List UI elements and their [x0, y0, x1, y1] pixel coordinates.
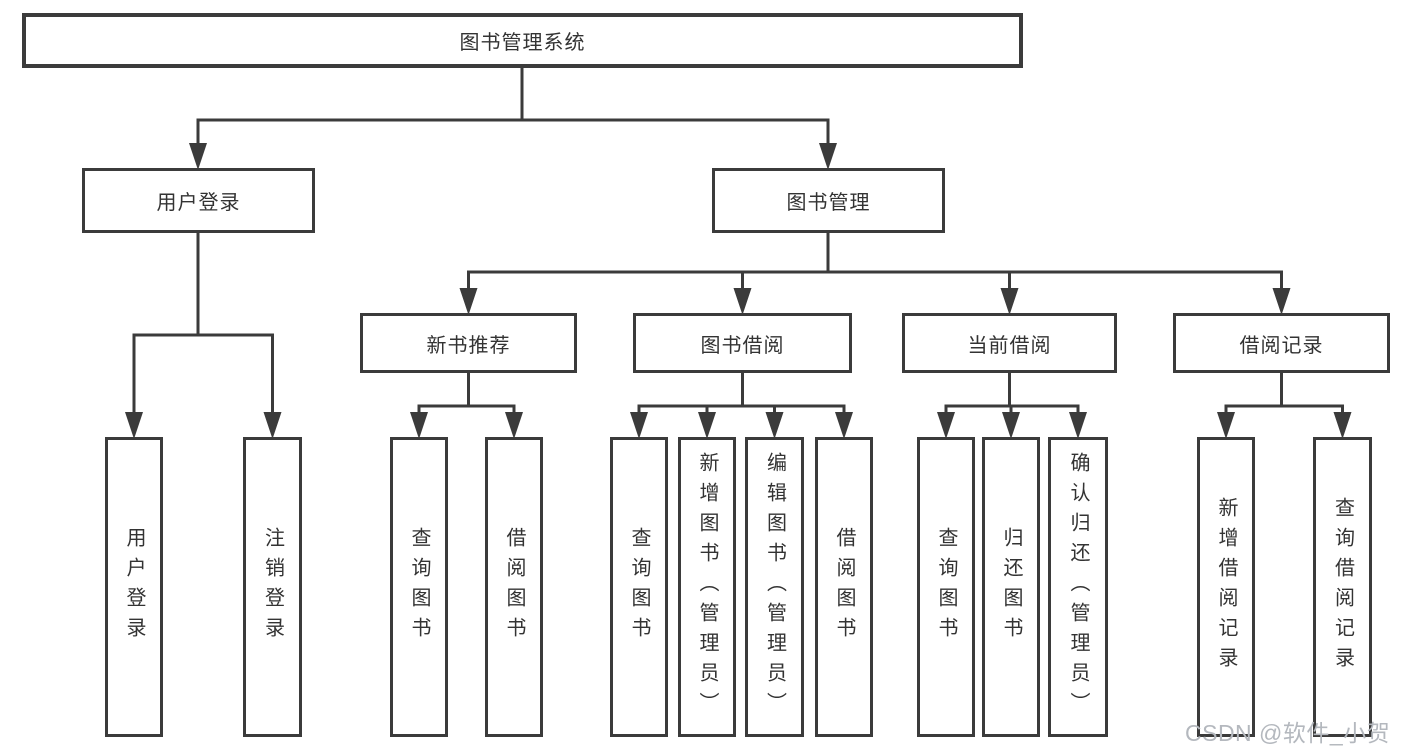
leaf-query-borrow-record: 查询借阅记录 — [1313, 437, 1372, 737]
leaf-return-books: 归还图书 — [982, 437, 1040, 737]
csdn-watermark: CSDN @软件_小贺同学 — [1185, 720, 1391, 746]
node-book-borrowing: 图书借阅 — [633, 313, 852, 373]
node-new-book-recommend: 新书推荐 — [360, 313, 577, 373]
leaf-borrow-books-recommend: 借阅图书 — [485, 437, 543, 737]
node-library-management-system: 图书管理系统 — [22, 13, 1023, 68]
leaf-confirm-return-admin: 确认归还（管理员） — [1048, 437, 1108, 737]
leaf-add-borrow-record: 新增借阅记录 — [1197, 437, 1255, 737]
node-current-borrowing: 当前借阅 — [902, 313, 1117, 373]
leaf-query-books-recommend: 查询图书 — [390, 437, 448, 737]
leaf-edit-books-admin: 编辑图书（管理员） — [745, 437, 804, 737]
leaf-borrow-books: 借阅图书 — [815, 437, 873, 737]
leaf-add-books-admin: 新增图书（管理员） — [678, 437, 736, 737]
leaf-logout: 注销登录 — [243, 437, 302, 737]
leaf-query-books-borrowing: 查询图书 — [610, 437, 668, 737]
leaf-query-books-current: 查询图书 — [917, 437, 975, 737]
node-user-login: 用户登录 — [82, 168, 315, 233]
leaf-user-login: 用户登录 — [105, 437, 163, 737]
node-borrowing-records: 借阅记录 — [1173, 313, 1390, 373]
node-book-management: 图书管理 — [712, 168, 945, 233]
